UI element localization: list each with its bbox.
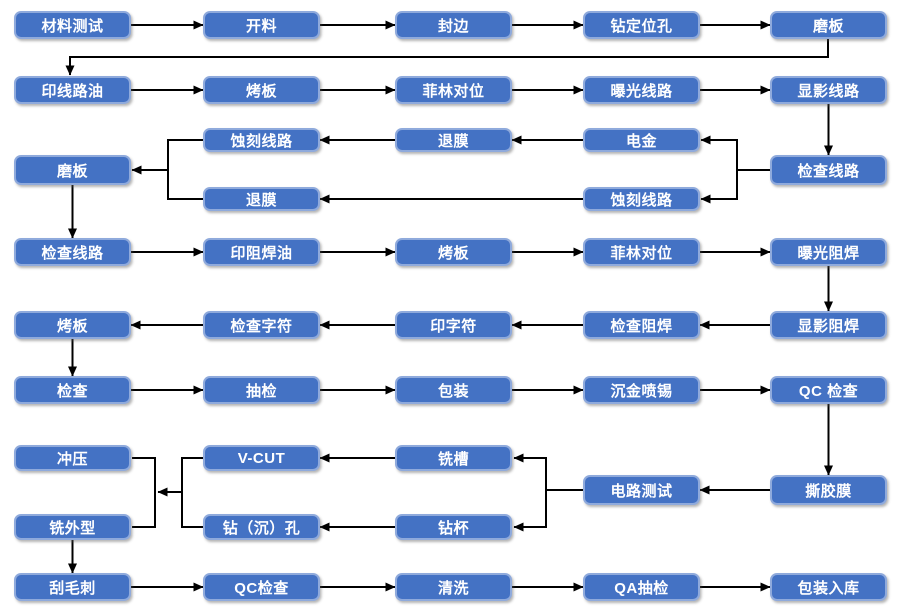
flow-node-dianjin: 电金 [583,128,700,152]
flow-node-sijiaomo: 撕胶膜 [770,475,887,505]
flow-node-vcut: V-CUT [203,445,320,471]
flow-node-shikexianlu1: 蚀刻线路 [203,128,320,152]
flow-node-kaoban3: 烤板 [14,311,131,339]
flow-node-jianchaxianlu2: 检查线路 [14,238,131,266]
flow-node-kailiao: 开料 [203,11,320,39]
flow-node-tuimo1: 退膜 [395,128,512,152]
flow-node-kaoban1: 烤板 [203,76,320,104]
flow-node-feilinduiwei1: 菲林对位 [395,76,512,104]
flow-node-puguangzuhan: 曝光阻焊 [770,238,887,266]
flow-node-qingxi: 清洗 [395,573,512,601]
flow-node-fengbian: 封边 [395,11,512,39]
flow-node-baozhuang: 包装 [395,376,512,404]
flow-node-guamaoci: 刮毛刺 [14,573,131,601]
flow-node-zuanbei: 钻杯 [395,514,512,540]
flow-node-yinzifu: 印字符 [395,311,512,339]
flow-node-kaoban2: 烤板 [395,238,512,266]
flow-node-tuimo2: 退膜 [203,187,320,211]
flow-node-chenjinpenxi: 沉金喷锡 [583,376,700,404]
flow-node-qcjiancha1: QC 检查 [770,376,887,404]
connector-dianluceshi-to-xicao [513,453,583,491]
connector-moban1-to-yinxianluyou [65,39,829,76]
flow-node-zuanchenkong: 钻（沉）孔 [203,514,320,540]
flow-node-chongya: 冲压 [14,445,131,471]
flow-node-choujian: 抽检 [203,376,320,404]
flow-node-jianchazifu: 检查字符 [203,311,320,339]
connector-tuimo2-to-moban2 [167,170,203,200]
flow-node-xiwaixing: 铣外型 [14,514,131,540]
flow-node-qachoujian: QA抽检 [583,573,700,601]
flow-node-feilinduiwei2: 菲林对位 [583,238,700,266]
flow-node-cailiaoceshi: 材料测试 [14,11,131,39]
flow-node-moban2: 磨板 [14,155,131,185]
flow-node-jiancha: 检查 [14,376,131,404]
flow-node-qcjiancha2: QC检查 [203,573,320,601]
flow-node-xianyingxianlu: 显影线路 [770,76,887,104]
connector-vcut-to-chongya [157,457,203,497]
connector-jianchaxianlu1-to-shikexianlu2 [700,169,770,204]
flow-node-xianyingzuhan: 显影阻焊 [770,311,887,339]
flow-node-zuandingweikong: 钻定位孔 [583,11,700,39]
connector-zuanchenkong-to-xiwaixing [181,492,203,528]
flow-node-jianchazuhan: 检查阻焊 [583,311,700,339]
flow-node-yinzuhanyou: 印阻焊油 [203,238,320,266]
flow-node-dianluceshi: 电路测试 [583,475,700,505]
flow-node-baozhuangruku: 包装入库 [770,573,887,601]
connector-shikexianlu1-to-moban2 [131,139,203,175]
connector-chongya-to-xiwaixing [132,457,156,528]
connector-jianchaxianlu1-to-dianjin [700,135,770,171]
connector-dianluceshi-to-zuanbei [513,489,583,532]
flow-node-yinxianluyou: 印线路油 [14,76,131,104]
flow-node-xicao: 铣槽 [395,445,512,471]
flow-node-jianchaxianlu1: 检查线路 [770,155,887,185]
flow-node-puguangxianlu: 曝光线路 [583,76,700,104]
flow-node-moban1: 磨板 [770,11,887,39]
flow-node-shikexianlu2: 蚀刻线路 [583,187,700,211]
